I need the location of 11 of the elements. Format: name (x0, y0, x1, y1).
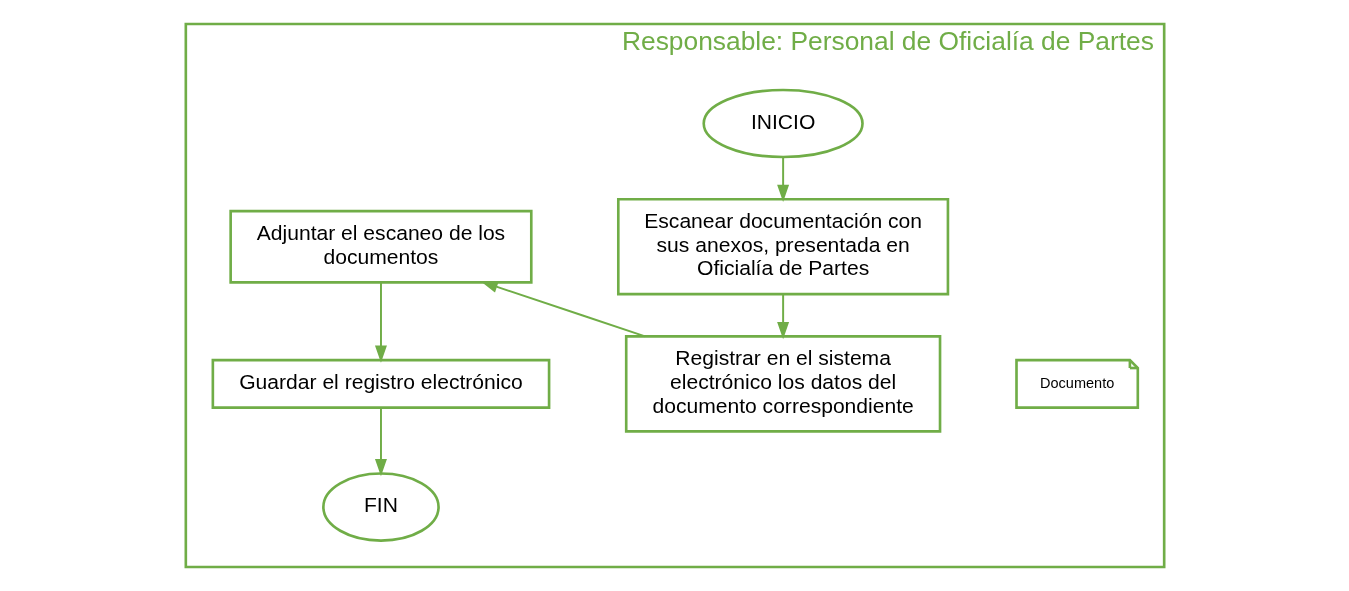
arrow (776, 156, 789, 202)
node-box: Adjuntar el escaneo de los documentos (228, 209, 533, 284)
node-ellipse: FIN (321, 472, 440, 542)
node-box: Registrar en el sistema electrónico los datos del documento correspondiente (624, 335, 941, 433)
arrow (374, 406, 387, 477)
node-box: Escanear documentación con sus anexos, presentada en Oficialía de Partes (616, 197, 949, 296)
arrow (776, 293, 789, 340)
node-box: Guardar el registro electrónico (211, 358, 550, 409)
arrow (480, 281, 646, 338)
node-ellipse: INICIO (701, 88, 864, 159)
arrow (374, 281, 387, 363)
